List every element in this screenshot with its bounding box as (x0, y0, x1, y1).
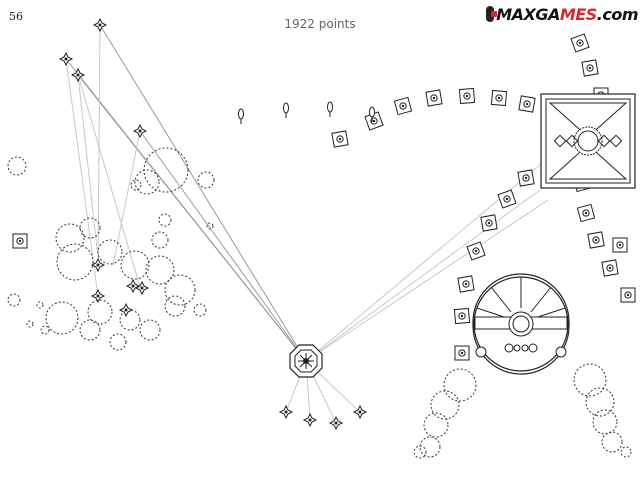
crosshair-enemy-icon (331, 130, 349, 148)
crosshair-enemy-icon (466, 241, 486, 261)
crosshair-enemy-icon (612, 237, 628, 253)
crosshair-enemy-icon (90, 257, 106, 273)
crosshair-enemy-icon (393, 96, 413, 116)
missile-icon (283, 102, 289, 118)
square-fortress-icon (540, 93, 636, 189)
crosshair-enemy-icon (570, 33, 590, 53)
smoke-puff (26, 320, 34, 328)
smoke-puff (620, 446, 632, 458)
score-display: 1922 points (0, 17, 640, 31)
smoke-puff (592, 409, 618, 435)
logo-wordmark: MAXGAMES.com (496, 4, 638, 24)
smoke-puff (164, 295, 186, 317)
smoke-puff (573, 363, 607, 397)
smoke-puff (585, 387, 615, 417)
smoke-puff (120, 250, 150, 280)
missile-icon (369, 106, 375, 122)
smoke-puff (56, 243, 94, 281)
missile-drops (238, 101, 375, 124)
laser-beam (77, 74, 141, 288)
smoke-clouds (7, 147, 632, 459)
smoke-puff (164, 274, 196, 306)
gamepad-icon (486, 6, 498, 22)
crosshair-enemy-icon (328, 415, 344, 431)
crosshair-enemy-icon (480, 214, 498, 232)
smoke-puff (87, 299, 113, 325)
crosshair-enemy-icon (620, 287, 636, 303)
crosshair-enemy-icon (134, 280, 150, 296)
smoke-puff (130, 179, 142, 191)
crosshair-enemy-icon (453, 307, 471, 325)
smoke-puff (151, 231, 169, 249)
smoke-puff (119, 309, 141, 331)
crosshair-enemy-icon (132, 123, 148, 139)
crosshair-enemy-icon (302, 412, 318, 428)
crosshair-enemy-icon (118, 302, 134, 318)
laser-beam (77, 74, 100, 268)
crosshair-enemy-icon (70, 67, 86, 83)
missile-icon (238, 108, 244, 124)
crosshair-enemy-icon (58, 51, 74, 67)
octagon-turret-icon[interactable] (289, 344, 323, 378)
smoke-puff (55, 223, 85, 253)
smoke-puff (145, 255, 175, 285)
smoke-puff (36, 301, 44, 309)
smoke-puff (430, 390, 460, 420)
crosshair-enemy-icon (92, 17, 108, 33)
smoke-puff (45, 301, 79, 335)
smoke-puff (134, 169, 160, 195)
crosshair-enemy-icon (125, 278, 141, 294)
smoke-puff (79, 217, 101, 239)
crosshair-enemy-icon (364, 111, 384, 131)
crosshair-enemy-icon (425, 89, 443, 107)
crosshair-enemy-icon (576, 203, 596, 223)
missile-icon (327, 101, 333, 117)
smoke-puff (419, 436, 441, 458)
crosshair-enemy-icon (458, 87, 476, 105)
laser-beam (77, 74, 307, 362)
laser-beam (305, 199, 549, 362)
smoke-puff (413, 445, 427, 459)
smoke-puff (443, 368, 477, 402)
smoke-puff (79, 319, 101, 341)
crosshair-enemy-icon (454, 345, 470, 361)
crosshair-enemy-icon (601, 259, 619, 277)
smoke-puff (197, 171, 215, 189)
crosshair-enemy-icon (497, 189, 517, 209)
laser-beam (305, 189, 541, 362)
dome-walker-icon (472, 273, 570, 375)
crosshair-enemy-icon (457, 275, 475, 293)
crosshair-enemy-icon (518, 95, 536, 113)
smoke-puff (158, 213, 172, 227)
smoke-puff (193, 303, 207, 317)
smoke-puff (109, 333, 127, 351)
crosshair-enemy-icon (587, 231, 605, 249)
laser-beam (99, 24, 307, 362)
smoke-puff (97, 239, 123, 265)
smoke-puff (206, 222, 214, 230)
crosshair-enemy-icon (490, 89, 508, 107)
laser-beam (139, 130, 307, 362)
crosshair-enemy-icon (352, 404, 368, 420)
smoke-puff (7, 156, 27, 176)
crosshair-enemy-icon (90, 288, 106, 304)
lives-counter: 56 (9, 10, 23, 23)
crosshair-enemy-icon (278, 404, 294, 420)
crosshair-enemy-icon (581, 59, 599, 77)
crosshair-enemy-icon (517, 169, 535, 187)
smoke-puff (139, 319, 161, 341)
laser-beam (65, 58, 99, 297)
crosshair-enemy-icon (12, 233, 28, 249)
score-label: 1922 points (284, 17, 356, 31)
laser-beam (112, 130, 141, 266)
smoke-puff (601, 431, 623, 453)
smoke-puff (423, 412, 449, 438)
maxgames-logo[interactable]: MAXGAMES.com (486, 2, 639, 26)
smoke-puff (40, 325, 50, 335)
smoke-puff (7, 293, 21, 307)
